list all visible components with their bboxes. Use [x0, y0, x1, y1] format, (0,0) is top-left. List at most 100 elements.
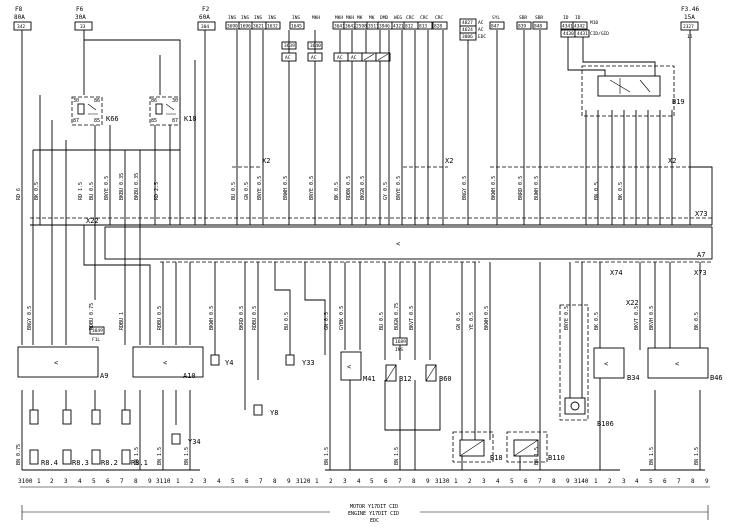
- component-label: B19: [672, 98, 685, 106]
- wire-label: BKWH 0.5: [209, 306, 215, 330]
- wire-label: BK 0.5: [694, 312, 700, 330]
- component-label: R8.3: [72, 459, 89, 467]
- wire-label: BUWH 0.5: [534, 176, 540, 200]
- component-label: Y8: [270, 409, 278, 417]
- ruler-number: 9: [287, 478, 291, 485]
- ruler-number: 9: [566, 478, 570, 485]
- connector-x2-left: X2: [232, 157, 270, 168]
- wire-label: BNYE 0.5: [564, 306, 570, 330]
- connector-x2-right: X2: [490, 157, 690, 168]
- ruler-number: 3140: [574, 478, 589, 485]
- ruler-number: 4: [78, 478, 82, 485]
- circuit-name: DMD: [380, 15, 388, 21]
- circuit-ref-box: [532, 21, 548, 30]
- connector-x22-x73: X22 X73: [30, 210, 712, 226]
- circuit-ref: 847: [491, 24, 499, 30]
- ruler-number: 3120: [296, 478, 311, 485]
- wire-label: BNYE 0.5: [396, 176, 402, 200]
- component-label: B12: [399, 375, 412, 383]
- wire-label: BNYE 0.5: [309, 176, 315, 200]
- ruler-number: 4: [496, 478, 500, 485]
- relay-k66: 30 86 87 85 K66: [71, 96, 119, 126]
- relay-pin: 87: [73, 118, 79, 124]
- connector-lower: X74 X73 X22: [160, 261, 712, 307]
- ins-label: INS: [395, 347, 403, 353]
- component-label: B106: [597, 420, 614, 428]
- ecu-symbol: <: [396, 240, 400, 248]
- ruler-number: 8: [134, 478, 138, 485]
- component-label: R8.1: [131, 459, 148, 467]
- circuit-ref: 3946: [379, 24, 390, 30]
- wire-label: BKGN 0.5: [360, 176, 366, 200]
- component-label: B18: [490, 454, 503, 462]
- relay-name: K66: [106, 115, 119, 123]
- wire-label: RDBU 0.75: [89, 303, 95, 330]
- circuit-ref: 839: [518, 24, 526, 30]
- relay-pin: 30: [172, 98, 178, 104]
- sensor-b19: B19: [581, 65, 685, 117]
- ground-label: BN 1.5: [324, 447, 330, 465]
- valve-y33: Y33: [285, 354, 315, 367]
- fuse-amp: 30A: [75, 14, 86, 21]
- wire-label: GN 0.5: [456, 312, 462, 330]
- wire-label: RD 1.5: [78, 182, 84, 200]
- wire-label: BKVT 0.5: [634, 306, 640, 330]
- ins-ref: 1689 INS: [392, 337, 408, 353]
- wire-label: BKBU 0.35: [134, 173, 140, 200]
- ac-label: AC: [285, 55, 291, 61]
- component-label: B110: [548, 454, 565, 462]
- ground-label: BN 1.5: [157, 447, 163, 465]
- upper-wires: [21, 30, 713, 345]
- ruler-number: 8: [691, 478, 695, 485]
- wire-label: BNGY 0.5: [27, 306, 33, 330]
- circuit-name: CRC: [435, 15, 443, 21]
- ruler-number: 8: [273, 478, 277, 485]
- component-label: Y34: [188, 438, 201, 446]
- sensor-b60: B60: [425, 364, 452, 383]
- fuse-amp: 15A: [684, 14, 695, 21]
- mkh-ac-boxes: 3639 AC 3640 AC AC AC: [281, 41, 391, 62]
- component-label: A9: [100, 372, 108, 380]
- wire-label: GN 0.5: [244, 182, 250, 200]
- ruler-number: 5: [231, 478, 235, 485]
- component-label: M41: [363, 375, 376, 383]
- circuit-name: INS: [268, 15, 276, 21]
- fuse-amp: 80A: [14, 14, 25, 21]
- circuit-ref: 3511: [368, 24, 379, 30]
- module-a10: < A10: [132, 346, 204, 380]
- wire-label: BU 0.5: [284, 312, 290, 330]
- wire-label: GN 0.5: [324, 312, 330, 330]
- circuit-name: SBR: [535, 15, 543, 21]
- ruler-number: 2: [468, 478, 472, 485]
- fuse-f2: F2 60A 304: [197, 6, 216, 31]
- relay-k18: 86 30 85 87 K18: [149, 96, 197, 126]
- ruler-number: 3130: [435, 478, 450, 485]
- ac-code: AC: [478, 20, 484, 26]
- connector-label: X2: [262, 157, 270, 165]
- wire-label: BNYE 0.5: [257, 176, 263, 200]
- control-unit-a7: < A7: [104, 226, 713, 260]
- ruler-number: 2: [190, 478, 194, 485]
- relay-pin: 86: [94, 98, 100, 104]
- ruler-number: 1: [176, 478, 180, 485]
- circuit-name: MK: [357, 15, 363, 21]
- wire-label: BU 0.5: [379, 312, 385, 330]
- circuit-ref: 4342: [574, 24, 585, 30]
- ruler-number: 7: [120, 478, 124, 485]
- circuit-ref-box: [289, 21, 305, 30]
- sensor-b46: < B46: [647, 347, 723, 382]
- valve-y4: Y4: [210, 354, 233, 367]
- ground-label: BN 1.5: [184, 447, 190, 465]
- mkh-ref: 3640: [310, 43, 321, 49]
- wire-label: BU 0.5: [89, 182, 95, 200]
- sensor-b12: B12: [385, 364, 412, 383]
- circuit-ref: 3642: [345, 24, 356, 30]
- circuit-name: MKH: [346, 15, 354, 21]
- ground-label: BN 1.5: [134, 447, 140, 465]
- ruler-number: 6: [245, 478, 249, 485]
- wire-label: BK 0.5: [334, 182, 340, 200]
- circuit-ref: 4321: [393, 24, 404, 30]
- component-label: B60: [439, 375, 452, 383]
- title-line-2: ENGINE Y17DIT CID: [348, 511, 399, 517]
- ruler-number: 9: [426, 478, 430, 485]
